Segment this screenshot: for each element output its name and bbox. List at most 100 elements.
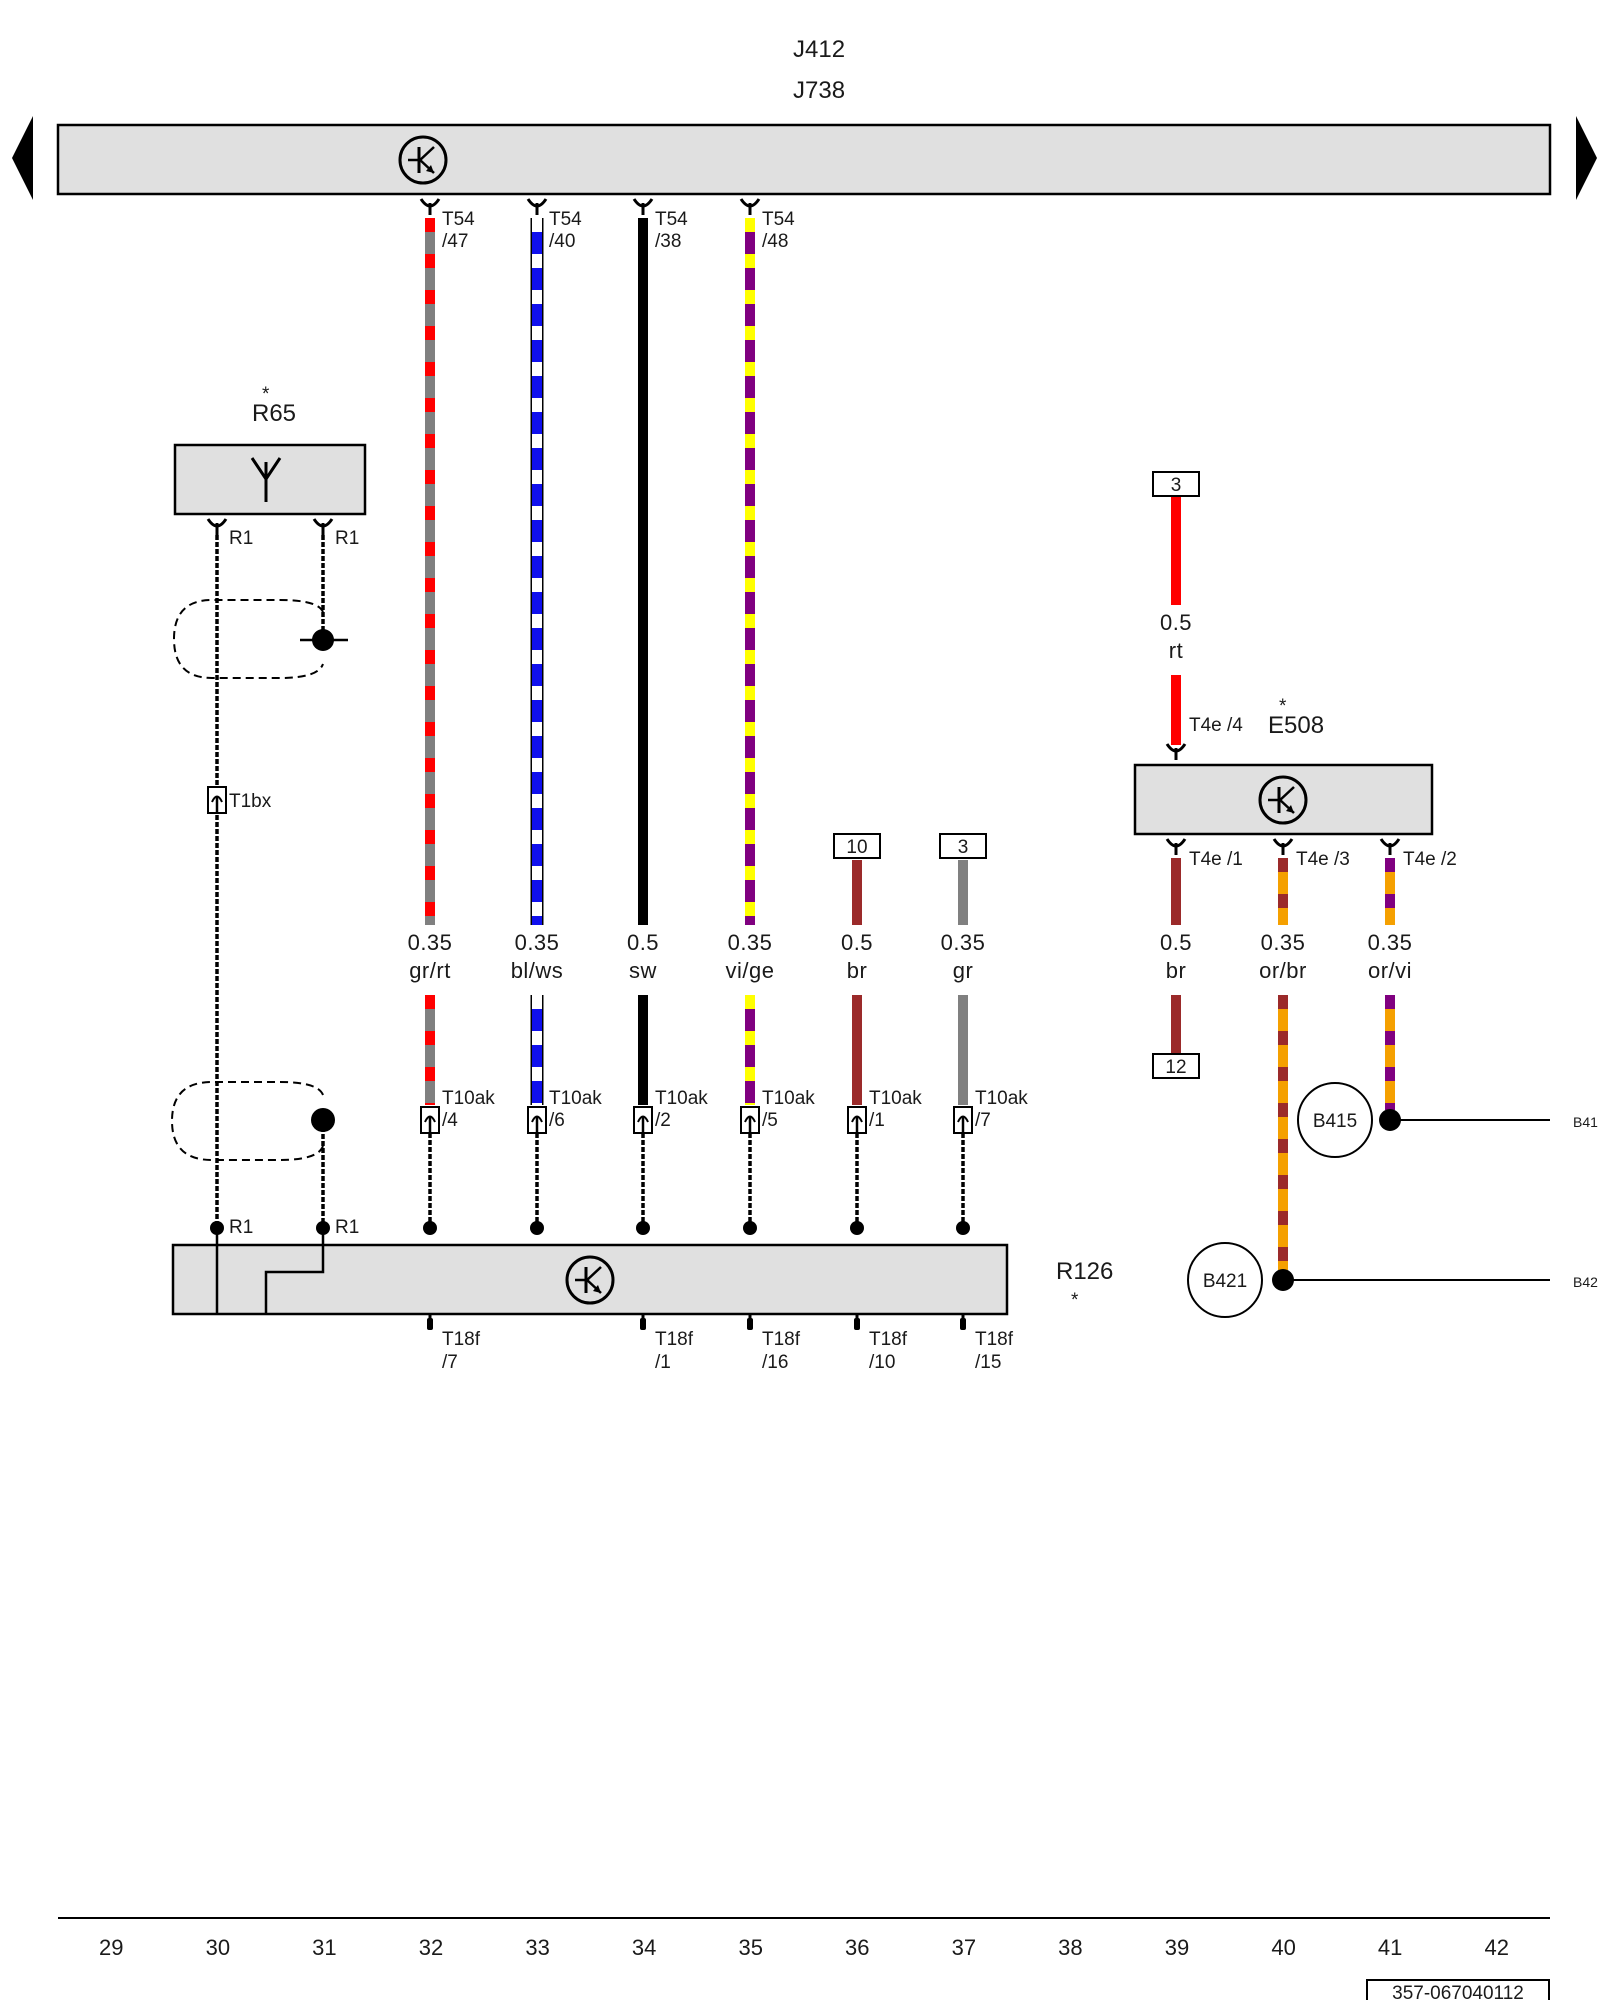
control-unit-label-bottom: J738 xyxy=(793,77,845,104)
continue-left-arrow-icon xyxy=(12,116,33,200)
wire-4-bottom-pin: /16 xyxy=(762,1352,788,1373)
antenna-icon xyxy=(250,457,282,502)
control-unit-bar xyxy=(56,123,1552,196)
shield-junction-dot xyxy=(311,1108,335,1132)
r126-pin-2: R1 xyxy=(335,1217,359,1238)
wire-1-bottom-connector: T18f xyxy=(442,1329,481,1350)
r126-star: * xyxy=(1071,1290,1079,1311)
wire-5-bottom-pin: /10 xyxy=(869,1352,895,1373)
wire-6-pin-dot xyxy=(956,1221,970,1235)
shield-loop-top xyxy=(172,599,324,679)
plug-icon xyxy=(846,1105,868,1135)
wire-3-tail-tip xyxy=(640,1318,646,1330)
r126-internal-trace xyxy=(215,1230,325,1314)
wire-4-color: vi/ge xyxy=(726,958,775,983)
r126-pin-dots xyxy=(210,1221,330,1235)
e508-label: E508 xyxy=(1268,712,1324,739)
supply-gauge: 0.5 xyxy=(1160,610,1192,635)
supply-ref-number: 3 xyxy=(1171,475,1182,496)
right-wire-1-ref-number: 12 xyxy=(1165,1057,1186,1078)
connector-icon xyxy=(739,197,761,217)
plug-icon xyxy=(739,1105,761,1135)
connector-icon xyxy=(312,517,334,537)
control-unit-label-top: J412 xyxy=(793,36,845,63)
e508-star: * xyxy=(1279,696,1287,717)
wire-6-tail-tip xyxy=(960,1318,966,1330)
ruler-number: 41 xyxy=(1378,1935,1402,1960)
ruler-number: 35 xyxy=(738,1935,762,1960)
r65-star: * xyxy=(262,384,270,405)
ground-point-b421-label: B421 xyxy=(1203,1271,1247,1292)
wire-5-mid-connector: T10ak xyxy=(869,1088,922,1109)
t1bx-label: T1bx xyxy=(229,791,272,812)
ruler-number: 40 xyxy=(1271,1935,1295,1960)
wire-3-mid-connector: T10ak xyxy=(655,1088,708,1109)
right-wire-3-gauge: 0.35 xyxy=(1368,930,1413,955)
ruler-number: 36 xyxy=(845,1935,869,1960)
connector-icon xyxy=(632,197,654,217)
plug-icon xyxy=(419,1105,441,1135)
junction-dot xyxy=(1272,1269,1294,1291)
ruler-number: 37 xyxy=(952,1935,976,1960)
right-wire-3-color: or/vi xyxy=(1368,958,1412,983)
wire-3-color: sw xyxy=(629,958,657,983)
continue-right-arrow-icon xyxy=(1576,116,1597,200)
right-wire-3-pin: T4e /2 xyxy=(1403,849,1457,870)
wire-5-ref-number: 10 xyxy=(846,837,867,858)
plug-icon xyxy=(632,1105,654,1135)
ground-ref-b41: B41 xyxy=(1573,1114,1598,1130)
wire-layer xyxy=(423,218,1395,1330)
junction-dot xyxy=(1379,1109,1401,1131)
plug-icon xyxy=(526,1105,548,1135)
wire-4-top-connector: T54 xyxy=(762,209,795,230)
ground-point-b415-label: B415 xyxy=(1313,1111,1357,1132)
supply-color: rt xyxy=(1169,638,1183,663)
wire-5-tail-tip xyxy=(854,1318,860,1330)
r126-pin-1: R1 xyxy=(229,1217,253,1238)
wire-4-mid-pin: /5 xyxy=(762,1110,778,1131)
wire-4-mid-connector: T10ak xyxy=(762,1088,815,1109)
wire-1-tail-tip xyxy=(427,1318,433,1330)
r65-module xyxy=(173,443,367,516)
wire-5-bottom-connector: T18f xyxy=(869,1329,908,1350)
ruler-number: 31 xyxy=(312,1935,336,1960)
supply-ref-box xyxy=(1152,471,1200,497)
wire-5-gauge: 0.5 xyxy=(841,930,873,955)
e508-top-pin: T4e /4 xyxy=(1189,715,1243,736)
wire-2-mid-pin: /6 xyxy=(549,1110,565,1131)
wire-2-top-connector: T54 xyxy=(549,209,582,230)
wire-6-mid-connector: T10ak xyxy=(975,1088,1028,1109)
wire-4-gauge: 0.35 xyxy=(728,930,773,955)
connector-icon xyxy=(1272,837,1294,857)
wire-5-ref-box xyxy=(833,833,881,859)
wire-4-pin-dot xyxy=(743,1221,757,1235)
r65-label: R65 xyxy=(252,400,296,427)
wire-3-mid-pin: /2 xyxy=(655,1110,671,1131)
connector-icon xyxy=(526,197,548,217)
wire-2-mid-connector: T10ak xyxy=(549,1088,602,1109)
wire-5-color: br xyxy=(847,958,868,983)
right-wire-1-gauge: 0.5 xyxy=(1160,930,1192,955)
ruler-number: 32 xyxy=(419,1935,443,1960)
right-wire-1-pin: T4e /1 xyxy=(1189,849,1243,870)
ruler-number: 34 xyxy=(632,1935,656,1960)
shield-junction-dot xyxy=(312,629,334,651)
ruler-number: 38 xyxy=(1058,1935,1082,1960)
wire-1-gauge: 0.35 xyxy=(408,930,453,955)
right-wire-2-gauge: 0.35 xyxy=(1261,930,1306,955)
ground-point-b421 xyxy=(1187,1242,1263,1318)
wire-1-color: gr/rt xyxy=(409,958,451,983)
right-wire-2-pin: T4e /3 xyxy=(1296,849,1350,870)
ruler-number: 30 xyxy=(206,1935,230,1960)
wire-3-top-pin: /38 xyxy=(655,231,681,252)
ruler-number: 39 xyxy=(1165,1935,1189,1960)
ruler-number: 33 xyxy=(525,1935,549,1960)
connector-icon xyxy=(206,517,228,537)
r126-label: R126 xyxy=(1056,1258,1113,1285)
r65-pin-1: R1 xyxy=(229,528,253,549)
wire-4-top-pin: /48 xyxy=(762,231,788,252)
wire-5-mid-pin: /1 xyxy=(869,1110,885,1131)
doc-number-box xyxy=(1366,1979,1550,2000)
wire-6-ref-number: 3 xyxy=(958,837,969,858)
